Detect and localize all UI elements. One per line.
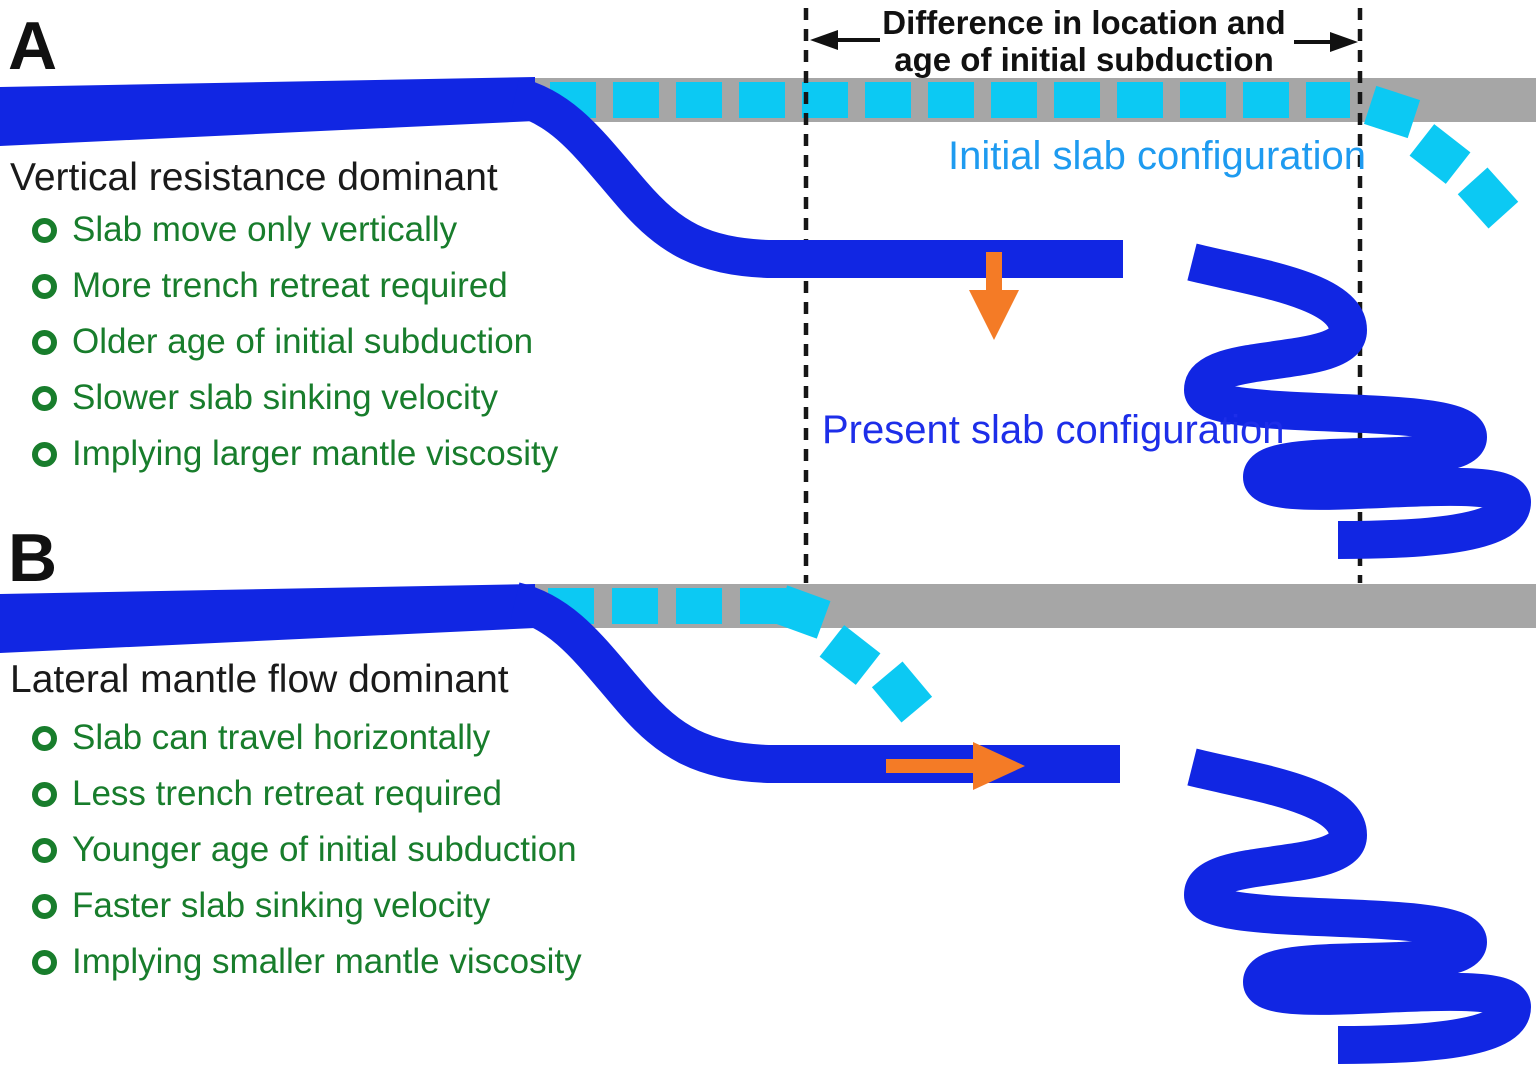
bullet-ring-icon: [32, 329, 57, 355]
panel-b-title: Lateral mantle flow dominant: [10, 658, 509, 701]
bullet-ring-icon: [32, 725, 57, 751]
bullet-text: Less trench retreat required: [72, 774, 502, 813]
range-right-arrow-icon: [1294, 32, 1358, 52]
bullet-ring-icon: [32, 893, 57, 919]
subducting-slab-a: [509, 77, 1123, 278]
bullet-ring-icon: [32, 949, 57, 975]
bullet-item: Implying smaller mantle viscosity: [32, 934, 582, 990]
bullet-ring-icon: [32, 273, 57, 299]
difference-annotation-line1: Difference in location and: [882, 4, 1286, 41]
bullet-ring-icon: [32, 217, 57, 243]
present-slab-config-label: Present slab configuration: [822, 408, 1285, 452]
bullet-ring-icon: [32, 781, 57, 807]
panel-b-bullet-list: Slab can travel horizontally Less trench…: [32, 710, 582, 990]
bullet-item: Slab move only vertically: [32, 202, 558, 258]
bullet-text: Slab move only vertically: [72, 210, 458, 249]
bullet-text: Older age of initial subduction: [72, 322, 534, 361]
bullet-item: Less trench retreat required: [32, 766, 582, 822]
bullet-item: Younger age of initial subduction: [32, 822, 582, 878]
oceanic-plate-b: [0, 584, 535, 653]
bullet-text: Implying larger mantle viscosity: [72, 434, 559, 473]
panel-a-title: Vertical resistance dominant: [10, 156, 498, 199]
lateral-flow-arrow-icon: [886, 742, 1025, 790]
difference-annotation-line2: age of initial subduction: [894, 41, 1274, 78]
bullet-ring-icon: [32, 837, 57, 863]
difference-annotation: Difference in location and age of initia…: [814, 4, 1354, 78]
bullet-ring-icon: [32, 441, 57, 467]
initial-slab-config-label: Initial slab configuration: [948, 134, 1367, 178]
folded-slab-b: [1183, 748, 1532, 1064]
bullet-item: Slower slab sinking velocity: [32, 370, 558, 426]
range-left-arrow-icon: [810, 30, 880, 50]
panel-a-label: A: [8, 8, 59, 84]
bullet-item: Slab can travel horizontally: [32, 710, 582, 766]
bullet-text: Slab can travel horizontally: [72, 718, 491, 757]
bullet-text: Implying smaller mantle viscosity: [72, 942, 582, 981]
bullet-text: Faster slab sinking velocity: [72, 886, 491, 925]
bullet-text: Slower slab sinking velocity: [72, 378, 499, 417]
bullet-ring-icon: [32, 385, 57, 411]
sinking-direction-arrow-icon: [969, 252, 1019, 340]
bullet-item: Older age of initial subduction: [32, 314, 558, 370]
bullet-item: More trench retreat required: [32, 258, 558, 314]
bullet-text: More trench retreat required: [72, 266, 508, 305]
panel-a-bullet-list: Slab move only vertically More trench re…: [32, 202, 558, 482]
bullet-item: Implying larger mantle viscosity: [32, 426, 558, 482]
subducting-slab-b: [509, 582, 1120, 783]
bullet-item: Faster slab sinking velocity: [32, 878, 582, 934]
panel-b-label: B: [8, 520, 59, 596]
oceanic-plate-a: [0, 77, 535, 146]
bullet-text: Younger age of initial subduction: [72, 830, 577, 869]
folded-slab-a: [1183, 243, 1532, 559]
